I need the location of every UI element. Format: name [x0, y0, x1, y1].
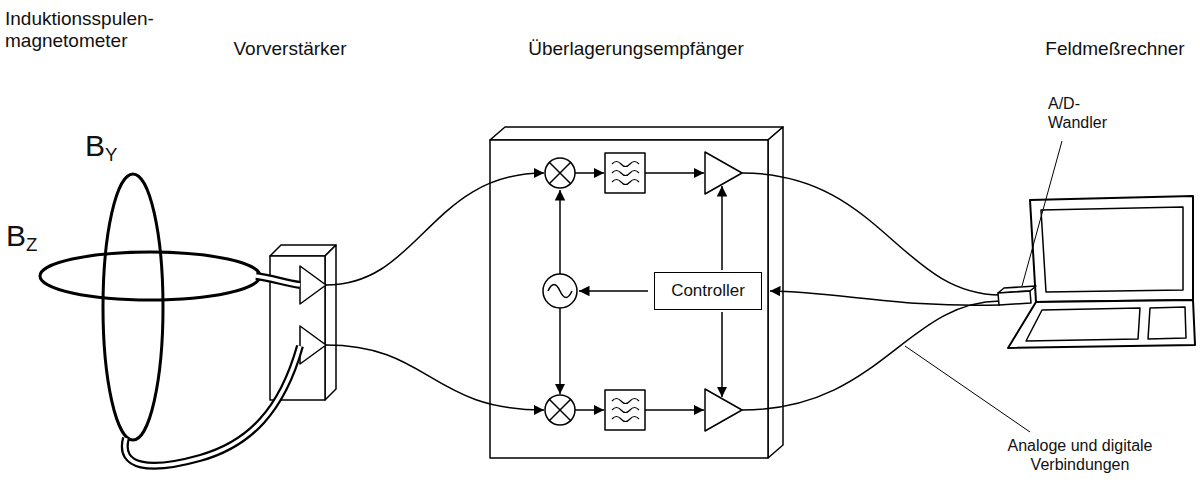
preamp-housing-side [325, 245, 336, 400]
heading-label: Vorverstärker [234, 38, 347, 60]
field-component-label: BZ [6, 218, 37, 256]
filter-waves [612, 162, 639, 185]
signal-wire [326, 345, 544, 410]
heading-label: Überlagerungsempfänger [528, 38, 743, 60]
coil-cable [256, 276, 300, 285]
amplifier-symbol [705, 389, 742, 431]
mixer-cross [549, 399, 571, 421]
leader-line [905, 346, 1030, 432]
signal-arrow [575, 172, 604, 174]
amplifier-symbol [705, 152, 742, 194]
field-component-label: BY [85, 128, 117, 166]
adc-card [998, 291, 1031, 305]
heading-label: Induktionsspulen- magnetometer [5, 8, 154, 53]
laptop-base [1008, 300, 1195, 348]
coil-z [40, 252, 260, 300]
laptop-touchpad [1148, 307, 1186, 339]
amplifier-symbol [300, 266, 326, 304]
signal-wire [326, 173, 544, 285]
control-arrow [721, 186, 723, 270]
control-arrow [579, 290, 648, 292]
filter-waves [612, 399, 639, 422]
control-arrow [721, 312, 723, 397]
mixer-symbol [545, 158, 575, 188]
callout-label: A/D- Wandler [1048, 95, 1107, 133]
lo-arrow [559, 308, 561, 394]
signal-arrow [575, 409, 604, 411]
laptop-screen [1041, 207, 1183, 292]
digital-cable [770, 291, 1000, 305]
laptop-lid [1030, 196, 1193, 302]
amplifier-symbol [300, 326, 326, 364]
receiver-housing-top [490, 127, 783, 140]
signal-arrow [645, 172, 704, 174]
sine-symbol [548, 285, 572, 298]
coil-cable [125, 346, 300, 466]
coil-cable [256, 276, 300, 285]
mixer-symbol [545, 395, 575, 425]
filter-symbol [605, 390, 645, 430]
laptop-keyboard [1026, 308, 1140, 341]
oscillator-symbol [543, 274, 577, 308]
coil-cable [125, 346, 300, 466]
mixer-cross [549, 162, 571, 184]
heading-label: Feldmeßrechner [1045, 38, 1184, 60]
node-text: Controller [671, 281, 745, 301]
filter-symbol [605, 153, 645, 193]
controller-box: Controller [654, 272, 762, 310]
callout-label: Analoge und digitale Verbindungen [992, 437, 1168, 475]
analog-cable [742, 301, 1000, 410]
signal-arrow [645, 409, 704, 411]
analog-cable [742, 173, 1000, 295]
leader-line [1022, 141, 1062, 286]
lo-arrow [559, 190, 561, 274]
coil-y [103, 174, 163, 440]
